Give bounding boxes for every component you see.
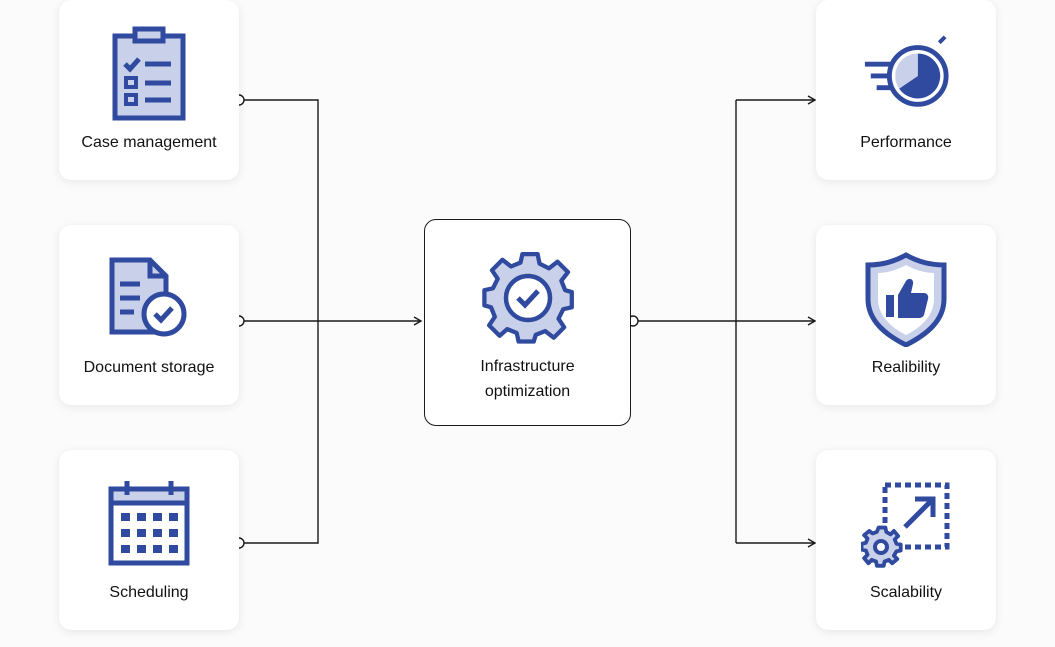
- gear-check-icon: [480, 250, 576, 346]
- card-scheduling: Scheduling: [59, 450, 239, 630]
- connector-case-management: [244, 99, 319, 321]
- card-realibility: Realibility: [816, 225, 996, 405]
- card-case-management: Case management: [59, 0, 239, 180]
- connector-scheduling: [244, 321, 319, 544]
- center-label-line1: Infrastructure: [480, 358, 575, 375]
- clipboard-checklist-icon: [104, 26, 194, 122]
- stopwatch-speed-icon: [861, 26, 951, 122]
- center-label: Infrastructure optimization: [425, 354, 630, 404]
- document-check-icon: [104, 251, 194, 347]
- card-label: Scalability: [869, 584, 943, 601]
- card-scalability: Scalability: [816, 450, 996, 630]
- center-label-line2: optimization: [484, 383, 571, 400]
- card-label: Document storage: [83, 359, 215, 376]
- gear-expand-icon: [861, 476, 951, 572]
- card-label: Realibility: [871, 359, 941, 376]
- card-label: Performance: [860, 134, 952, 151]
- card-infrastructure-optimization: Infrastructure optimization: [424, 219, 631, 426]
- card-performance: Performance: [816, 0, 996, 180]
- card-label: Case management: [81, 134, 217, 151]
- card-label: Scheduling: [109, 584, 189, 601]
- card-document-storage: Document storage: [59, 225, 239, 405]
- shield-thumbs-up-icon: [861, 251, 951, 347]
- calendar-icon: [104, 476, 194, 572]
